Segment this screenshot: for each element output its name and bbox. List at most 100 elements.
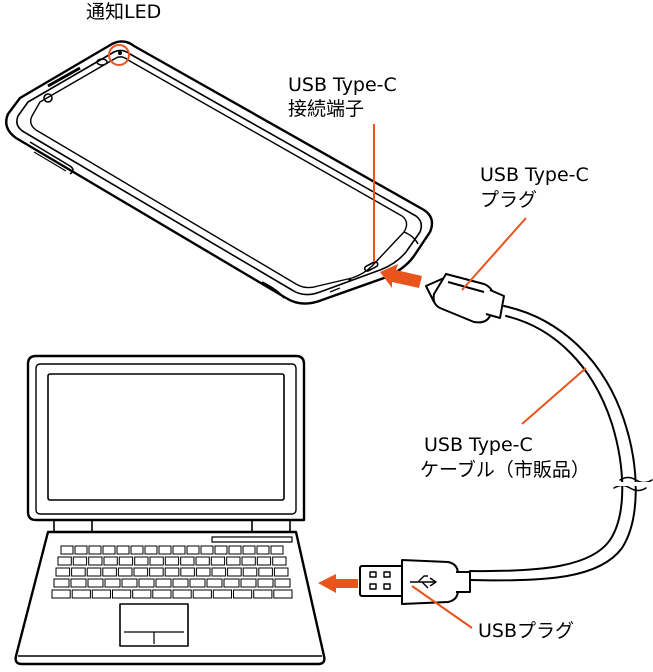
keyboard-key [240,578,257,588]
keyboard-key [273,567,289,577]
label-typec-plug-line2: プラグ [480,189,538,211]
leader-cable [521,367,587,425]
keyboard-key [88,545,102,555]
keyboard-key [200,545,214,555]
keyboard-key [257,578,274,588]
laptop [14,354,326,666]
keyboard-key [227,567,242,577]
label-cable-line2: ケーブル（市販品） [420,459,590,481]
laptop-trackpad [119,603,189,647]
keyboard-key [149,556,164,566]
keyboard-key [71,589,91,599]
smartphone-body [5,40,434,305]
phone-connect-arrow [380,264,422,288]
label-notification-led: 通知LED [86,1,162,23]
keyboard-key [74,545,88,555]
keyboard-key [180,567,195,577]
usb-a-plug [359,559,471,605]
front-camera-icon [43,93,53,103]
keyboard-key [130,545,144,555]
keyboard-key [272,556,287,566]
keyboard-key [121,578,138,588]
usb-type-c-port [363,261,379,272]
usb-type-c-plug [425,273,505,324]
label-typec-plug-line1: USB Type-C [480,164,589,186]
keyboard-key [192,589,212,599]
keyboard-key [88,556,103,566]
keyboard-key [241,556,256,566]
notification-led-icon [118,51,122,55]
keyboard-key [132,589,152,599]
keyboard-key [86,567,102,577]
keyboard-key [134,556,149,566]
led-highlight-circle [108,44,130,66]
label-cable-line1: USB Type-C [424,434,533,456]
keyboard-key [53,578,70,588]
keyboard-key [172,545,186,555]
keyboard-key [233,589,253,599]
leader-lines [373,124,587,629]
label-usb-port-line2: 接続端子 [288,98,365,120]
keyboard-key [102,567,117,577]
keyboard-key [104,578,121,588]
keyboard-key [71,567,86,577]
keyboard-key [144,545,158,555]
keyboard-key [212,589,233,599]
keyboard-key [206,578,223,588]
keyboard-key [223,578,240,588]
keyboard-key [164,556,180,566]
keyboard-key [256,556,272,566]
keyboard-key [55,567,71,577]
keyboard-key [57,556,72,566]
keyboard-key [149,567,164,577]
keyboard-key [138,578,155,588]
keyboard-key [186,545,200,555]
keyboard-key [258,567,273,577]
keyboard-key [274,578,291,588]
laptop-lid [26,354,306,522]
laptop-screen [47,373,285,501]
keyboard-key [51,589,71,599]
keyboard-key [253,589,273,599]
keyboard-key [273,589,293,599]
laptop-keyboard [51,545,293,599]
keyboard-key [210,556,226,566]
cable-line-inner [469,315,624,573]
keyboard-key [103,556,118,566]
keyboard-key [195,567,211,577]
keyboard-key [70,578,87,588]
keyboard-key [270,545,284,555]
keyboard-key [242,545,256,555]
keyboard-key [172,578,189,588]
laptop-connect-arrow [318,574,358,593]
usb-symbol-icon [410,575,437,589]
keyboard-key [72,556,88,566]
label-usb-port-line1: USB Type-C [288,74,397,96]
keyboard-key [102,545,116,555]
keyboard-key [228,545,242,555]
keyboard-key [214,545,228,555]
keyboard-key [118,556,134,566]
keyboard-key [180,556,195,566]
keyboard-key [133,567,149,577]
keyboard-key [189,578,206,588]
keyboard-key [195,556,210,566]
keyboard-key [242,567,258,577]
keyboard-key [91,589,112,599]
keyboard-key [152,589,172,599]
keyboard-key [87,578,104,588]
keyboard-key [117,567,133,577]
keyboard-key [164,567,180,577]
keyboard-key [172,589,192,599]
leader-typec-plug [461,217,527,291]
keyboard-key [226,556,241,566]
keyboard-key [116,545,130,555]
keyboard-key [112,589,132,599]
keyboard-key [60,545,74,555]
label-usb-plug: USBプラグ [478,620,575,642]
keyboard-key [155,578,172,588]
leader-usb-plug [411,585,473,629]
keyboard-key [256,545,270,555]
keyboard-key [211,567,227,577]
